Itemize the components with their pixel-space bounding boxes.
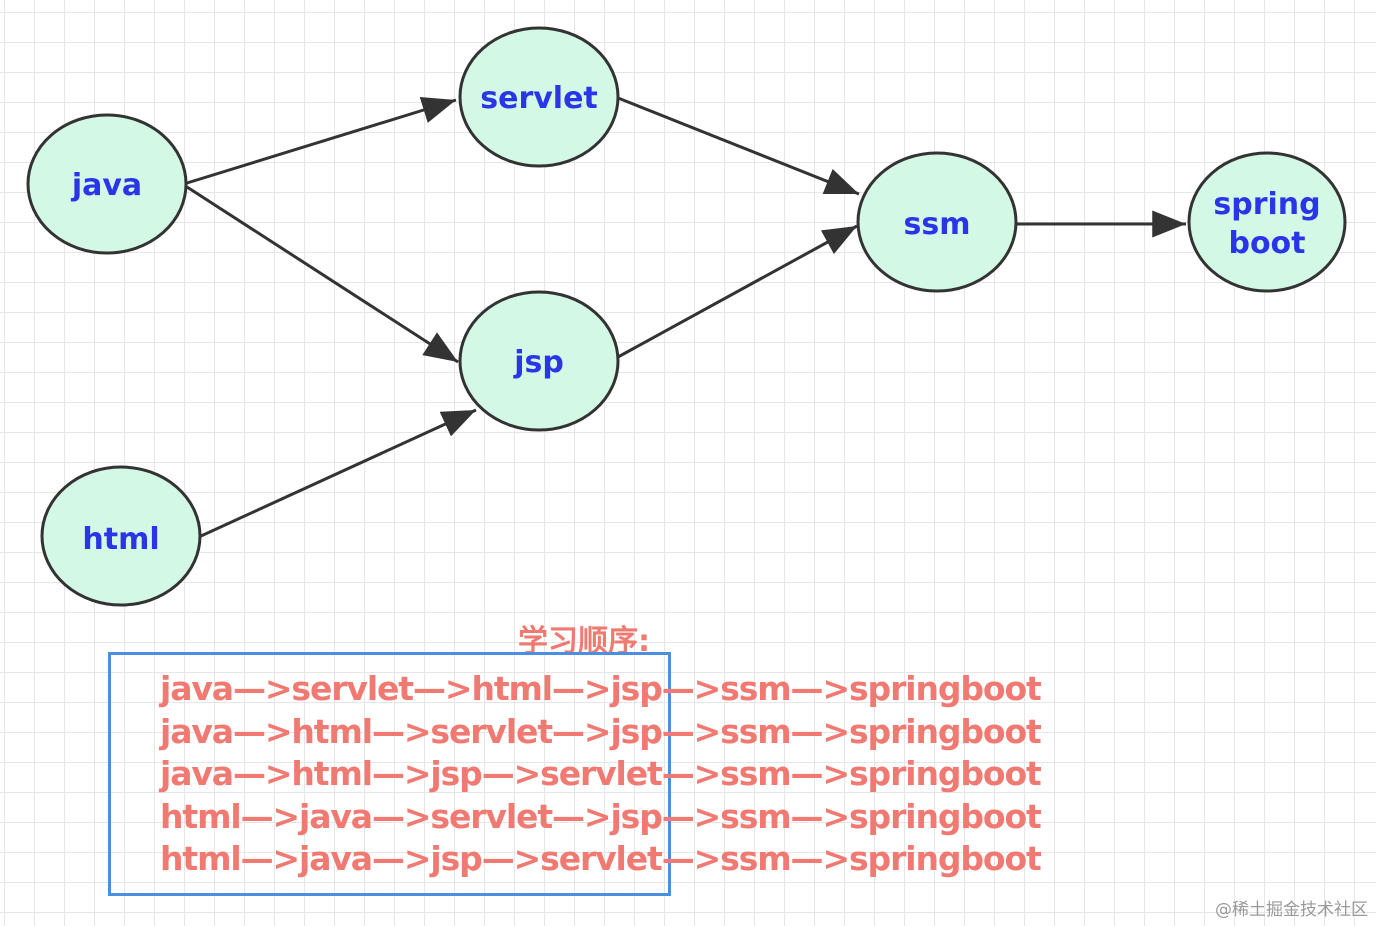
node-java-shape [26,113,188,255]
node-html-shape [40,465,202,607]
node-java-label: java [71,168,142,203]
node-springboot-label-line2: boot [1228,226,1305,261]
node-springboot-shape [1187,151,1347,293]
node-ssm: ssm [856,151,1018,293]
learning-order-item: html—>java—>jsp—>servlet—>ssm—>springboo… [160,839,1042,878]
node-jsp-label: jsp [513,345,564,380]
edges [186,96,1186,538]
node-servlet-shape [458,26,620,168]
node-springboot: spring boot [1187,151,1347,293]
learning-order-list: java—>servlet—>html—>jsp—>ssm—>springboo… [160,668,1042,881]
learning-order-item: java—>servlet—>html—>jsp—>ssm—>springboo… [160,669,1042,708]
node-ssm-label: ssm [904,207,971,242]
node-jsp-shape [458,290,620,432]
node-servlet-label: servlet [480,81,598,116]
node-ssm-shape [856,151,1018,293]
learning-order-item: java—>html—>servlet—>jsp—>ssm—>springboo… [160,711,1042,751]
edge-java-servlet [186,97,457,185]
edge-servlet-ssm [617,96,860,196]
learning-order-item: html—>java—>servlet—>jsp—>ssm—>springboo… [160,796,1042,836]
node-servlet: servlet [458,26,620,168]
watermark: @稀土掘金技术社区 [1215,900,1368,920]
edge-java-jsp [186,185,459,364]
edge-jsp-ssm [617,224,858,359]
node-springboot-label-line1: spring [1213,187,1320,222]
node-html-label: html [82,522,159,557]
edge-html-jsp [200,408,477,538]
node-html: html [40,465,202,607]
node-jsp: jsp [458,290,620,432]
learning-order-item: java—>html—>jsp—>servlet—>ssm—>springboo… [160,754,1042,793]
node-java: java [26,113,188,255]
highlight-box [108,652,671,896]
